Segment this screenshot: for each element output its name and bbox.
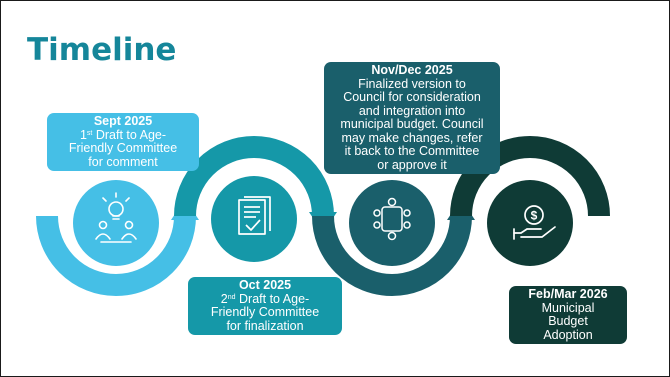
milestone-line: for finalization <box>226 318 304 333</box>
ordinal-suffix: nd <box>227 293 236 301</box>
milestone-date: Sept 2025 <box>93 114 153 128</box>
team-idea-icon <box>95 192 137 243</box>
ordinal-suffix: st <box>86 129 93 137</box>
milestone-line: Budget <box>548 314 588 328</box>
milestone-line: Finalized version to <box>358 76 466 91</box>
milestone-date: Oct 2025 <box>238 278 292 292</box>
page-title: Timeline <box>27 32 177 68</box>
milestone-line: 1st Draft to Age- <box>79 127 167 142</box>
milestone-label-2: Oct 2025 2nd Draft to Age- Friendly Comm… <box>188 277 342 335</box>
track-segment-4 <box>450 136 610 217</box>
track-segment-2 <box>174 136 334 217</box>
milestone-label-3: Nov/Dec 2025 Finalized version to Counci… <box>324 62 500 174</box>
milestone-line: for comment <box>88 154 158 169</box>
milestone-line: Adoption <box>543 327 593 342</box>
milestone-date: Feb/Mar 2026 <box>528 287 608 301</box>
milestone-line: Council for consideration <box>343 90 481 104</box>
milestone-circle-3 <box>349 180 435 266</box>
milestone-label-4: Feb/Mar 2026 Municipal Budget Adoption <box>509 286 627 344</box>
milestone-line: and integration into <box>358 103 466 118</box>
track-segment-1 <box>36 215 196 296</box>
document-check-icon <box>238 196 271 235</box>
milestone-line: Friendly Committee <box>68 141 178 155</box>
dollar-hand-icon: $ <box>513 205 556 240</box>
milestone-label-1: Sept 2025 1st Draft to Age- Friendly Com… <box>47 113 199 171</box>
svg-text:$: $ <box>531 209 538 223</box>
milestone-date: Nov/Dec 2025 <box>371 63 453 77</box>
milestone-line: Friendly Committee <box>210 305 320 319</box>
track-segment-3 <box>312 215 472 296</box>
milestone-circle-1 <box>73 180 159 266</box>
milestone-line: 2nd Draft to Age- <box>220 291 310 306</box>
milestone-line: it back to the Committee <box>344 144 480 158</box>
milestone-line: municipal budget. Council <box>340 117 484 131</box>
council-meeting-icon <box>373 197 411 241</box>
milestone-circle-2 <box>211 176 297 262</box>
milestone-line: or approve it <box>377 157 447 172</box>
milestone-line: Municipal <box>541 300 595 315</box>
milestone-line: may make changes, refer <box>341 130 483 145</box>
